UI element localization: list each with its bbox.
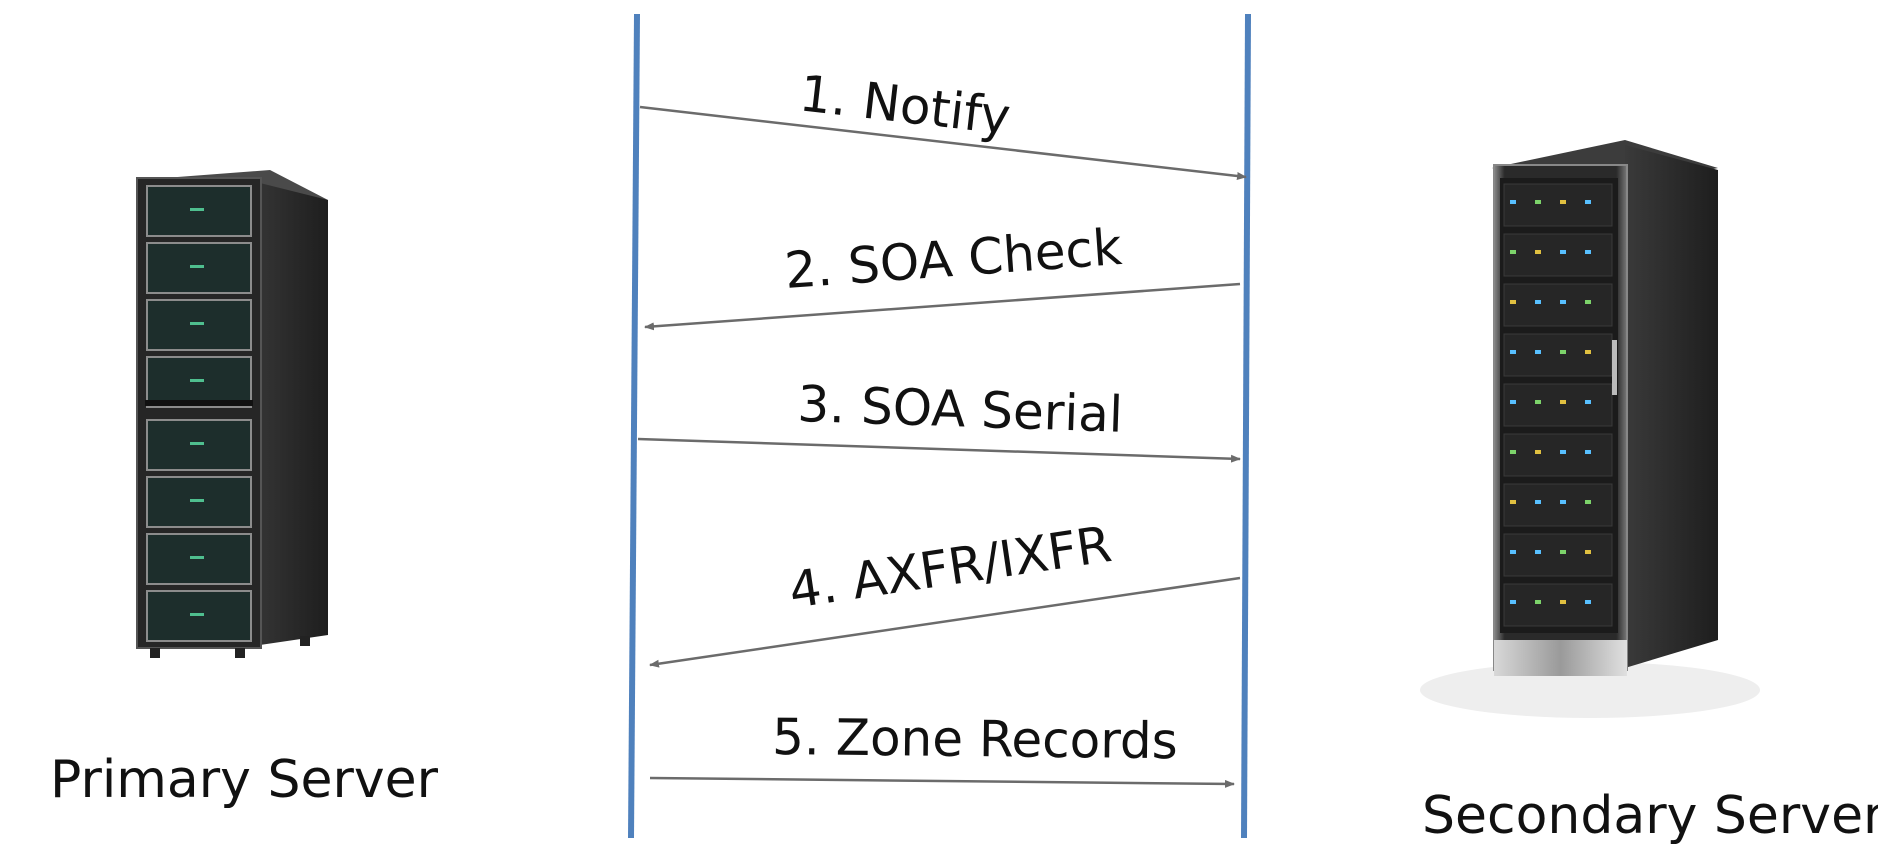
message-arrow-soa-check <box>644 282 1241 331</box>
status-led <box>1585 250 1591 254</box>
status-led <box>1535 600 1541 604</box>
status-led <box>1560 350 1566 354</box>
drive-led <box>190 265 204 268</box>
message-label-soa-check: 2. SOA Check <box>783 218 1124 300</box>
status-led <box>1560 300 1566 304</box>
status-led <box>1535 200 1541 204</box>
status-led <box>1585 450 1591 454</box>
status-led <box>1585 600 1591 604</box>
status-led <box>1560 400 1566 404</box>
status-led <box>1535 550 1541 554</box>
status-led <box>1535 350 1541 354</box>
status-led <box>1535 400 1541 404</box>
status-led <box>1510 200 1516 204</box>
status-led <box>1585 200 1591 204</box>
status-led <box>1560 500 1566 504</box>
status-led <box>1510 450 1516 454</box>
drive-led <box>190 322 204 325</box>
status-led <box>1510 350 1516 354</box>
status-led <box>1585 400 1591 404</box>
server-unit <box>1503 233 1613 277</box>
status-led <box>1585 350 1591 354</box>
drive-led <box>190 442 204 445</box>
status-led <box>1585 300 1591 304</box>
secondary-lifeline <box>1241 13 1251 839</box>
message-arrow-soa-serial <box>637 437 1241 463</box>
server-unit <box>1503 333 1613 377</box>
status-led <box>1535 450 1541 454</box>
status-led <box>1510 550 1516 554</box>
server-unit <box>1503 283 1613 327</box>
status-led <box>1585 500 1591 504</box>
drive-led <box>190 499 204 502</box>
status-led <box>1510 500 1516 504</box>
drive-led <box>190 556 204 559</box>
message-arrow-axfr-ixfr <box>649 576 1241 668</box>
drive-led <box>190 208 204 211</box>
status-led <box>1585 550 1591 554</box>
status-led <box>1535 250 1541 254</box>
server-unit <box>1503 483 1613 527</box>
secondary-server-icon <box>1420 140 1760 718</box>
status-led <box>1510 600 1516 604</box>
message-label-soa-serial: 3. SOA Serial <box>797 375 1124 444</box>
drive-bay <box>146 356 252 408</box>
message-arrow-notify <box>639 105 1247 180</box>
drive-led <box>190 613 204 616</box>
drive-led <box>190 379 204 382</box>
status-led <box>1560 200 1566 204</box>
primary-lifeline <box>628 13 640 839</box>
status-led <box>1510 400 1516 404</box>
status-led <box>1535 500 1541 504</box>
server-unit <box>1503 583 1613 627</box>
primary-server-label: Primary Server <box>50 750 438 810</box>
status-led <box>1535 300 1541 304</box>
status-led <box>1510 300 1516 304</box>
server-unit <box>1503 383 1613 427</box>
message-label-notify: 1. Notify <box>797 64 1014 146</box>
status-led <box>1560 450 1566 454</box>
message-arrow-zone-records <box>649 776 1235 788</box>
server-unit <box>1503 183 1613 227</box>
status-led <box>1560 600 1566 604</box>
message-label-zone-records: 5. Zone Records <box>772 708 1178 770</box>
status-led <box>1560 250 1566 254</box>
status-led <box>1560 550 1566 554</box>
primary-server-icon <box>136 170 328 658</box>
secondary-server-label: Secondary Server <box>1422 786 1878 846</box>
status-led <box>1510 250 1516 254</box>
server-unit <box>1503 533 1613 577</box>
server-unit <box>1503 433 1613 477</box>
